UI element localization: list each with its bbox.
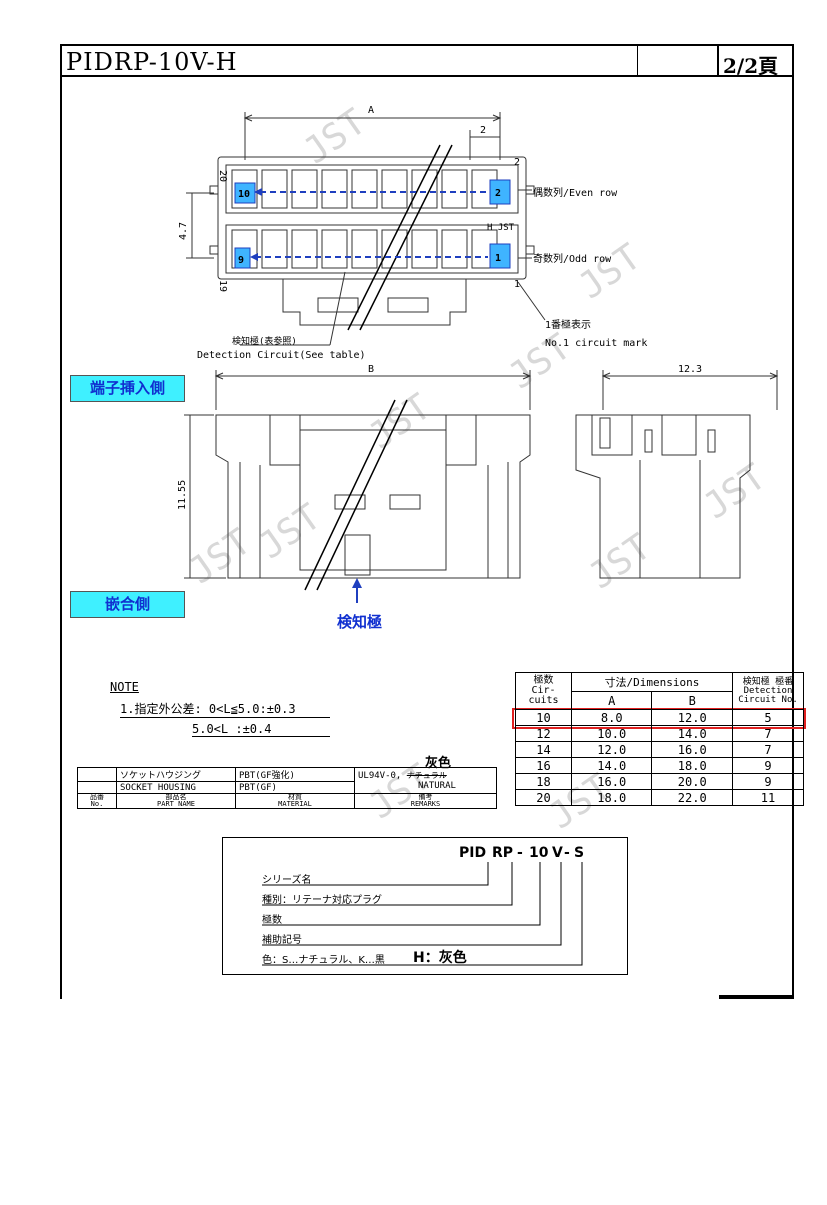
pin-label-2: 2 [495,188,501,199]
cell-a: 18.0 [570,789,653,806]
table-row: 12 10.0 14.0 7 [515,725,804,742]
note-line-2: 5.0<L :±0.4 [192,722,330,737]
detection-jp: 検知極(表参照) [232,335,297,347]
title-blank-cell [637,44,719,77]
hdr-material-jp: 材質 [288,793,302,801]
table-row: 20 18.0 22.0 11 [515,789,804,806]
pin-1-mark-label: 1 [514,279,520,290]
cell-b: 20.0 [651,773,733,790]
note-title: NOTE [110,680,139,694]
even-row-label: 偶数列/Even row [533,186,618,199]
hdr-material-en: MATERIAL [278,800,312,808]
top-view [186,112,546,346]
circuit-mark-en: No.1 circuit mark [545,338,647,349]
side-view [575,370,779,579]
hdr-part-en: PART NAME [157,800,195,808]
insertion-side-label: 端子挿入側 [70,375,185,402]
detection-pin-label: 検知極 [337,613,383,631]
front-view [184,370,532,579]
cell-b: 16.0 [651,741,733,758]
break-lines-top [347,144,453,331]
break-lines-front [304,399,408,591]
cell-b: 18.0 [651,757,733,774]
pn-code-10: 10 [529,845,549,861]
page-number: 2/2頁 [723,54,779,78]
cell-a: 12.0 [570,741,653,758]
cell-a: 16.0 [570,773,653,790]
hdr-no-jp: 品番 [90,793,104,801]
remarks-strike: ナチュラル [406,771,447,780]
hdr-remarks-en: REMARKS [410,800,441,808]
title-block [60,44,794,77]
table-row: 18 16.0 20.0 9 [515,773,804,790]
part-number-legend [222,837,628,975]
pn-code-rp: RP [492,845,514,861]
pn-aux: 補助記号 [262,935,302,946]
dim-4-7-label: 4.7 [178,222,189,240]
pin-label-1: 1 [495,253,501,264]
frame-right-border [792,77,794,999]
hdr-dimensions: 寸法/Dimensions [571,671,733,693]
hdr-remarks-jp: 備考 [418,793,433,801]
dim-a-label: A [368,105,374,116]
cell-a: 10.0 [570,725,653,742]
dim-12-3-label: 12.3 [678,364,702,375]
pin-label-9: 9 [238,255,244,266]
row-arrows [255,191,488,258]
row-arrowhead [250,253,258,261]
remarks-natural: NATURAL [418,781,456,791]
cell-detection: 11 [732,789,804,806]
dim-pitch-label: 2 [480,125,486,136]
hdr-part-jp: 部品名 [165,793,187,801]
remarks-cell: UL94V-0, ナチュラル NATURAL [354,767,497,794]
pin-19-label: 19 [217,280,228,292]
h-jst-mark: H JST [487,223,515,233]
hdr-circuits-jp: 極数 [533,675,554,686]
pn-dash-1: - [517,845,523,861]
hdr-detection-en: Detection Circuit No. [738,685,798,705]
cell-circuits: 20 [515,789,572,806]
pin-label-10: 10 [238,189,250,200]
pn-code-v: V [552,845,563,861]
odd-row-label: 奇数列/Odd row [533,252,612,265]
pn-series: シリーズ名 [262,875,312,886]
mating-side-label: 嵌合側 [70,591,185,618]
highlighted-pins [234,179,511,269]
pn-color: 色：S…ナチュラル、K…黒 [262,955,385,966]
pn-code-s: S [574,845,585,861]
dim-11-55-label: 11.55 [177,480,188,510]
cell-b: 22.0 [651,789,733,806]
pn-code-pid: PID [459,845,487,861]
row-arrowhead [254,188,262,196]
material-table: ソケットハウジング PBT(GF強化) UL94V-0, ナチュラル NATUR… [77,767,497,809]
dim-b-label: B [368,364,374,375]
frame-bottom-mark [719,995,794,999]
detection-pin-arrow [352,578,362,603]
remarks-rating: UL94V-0, [358,771,402,781]
hdr-no-en: No. [90,800,104,808]
frame-left-border [60,77,62,999]
pn-type: 種別：リテーナ対応プラグ [262,895,382,906]
pn-color-h: H：灰色 [413,950,467,966]
pn-dash-2: - [564,845,570,861]
detection-en: Detection Circuit(See table) [197,350,366,361]
note-line-1: 1.指定外公差: 0<L≦5.0:±0.3 [120,700,330,718]
pin-20-label: 20 [217,170,228,182]
drawing-title: PIDRP-10V-H [66,48,238,76]
hdr-detection-jp: 検知極 極番 [742,676,794,687]
pin-2-top-label: 2 [514,157,520,168]
hdr-circuits-en: Cir- cuits [528,685,559,706]
circuit-mark-jp: 1番極表示 [545,318,591,331]
dimension-table: 極数 Cir- cuits 寸法/Dimensions 検知極 極番 Detec… [515,671,804,806]
pn-circuits: 極数 [262,915,282,926]
